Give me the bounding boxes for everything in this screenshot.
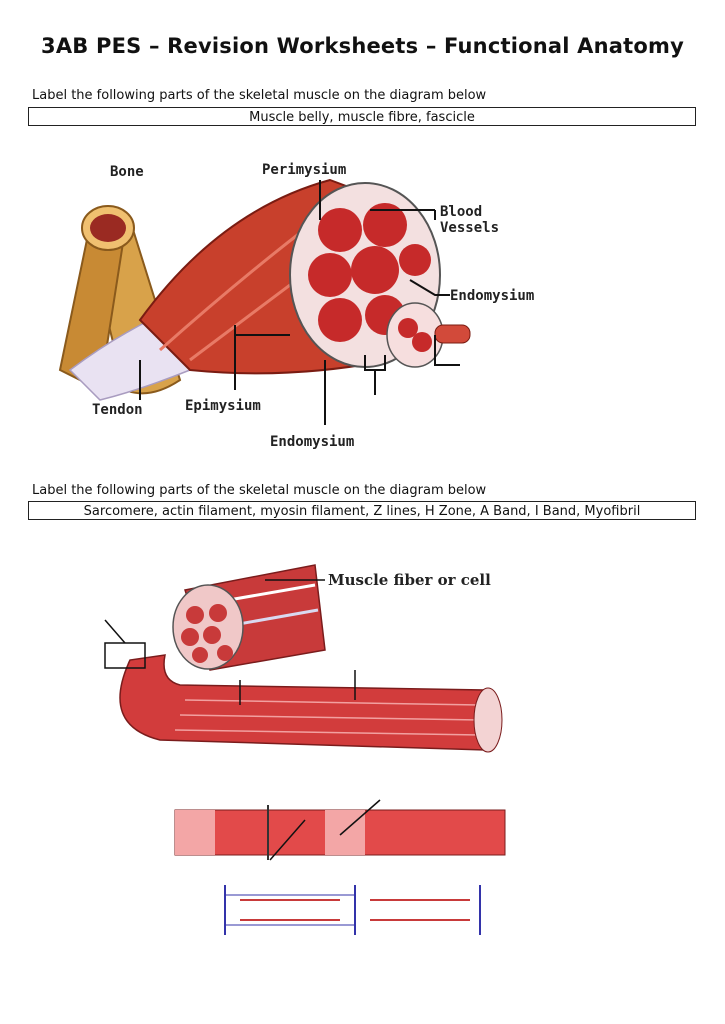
label-tendon: Tendon bbox=[92, 402, 143, 418]
section2-word-bank: Sarcomere, actin filament, myosin filame… bbox=[28, 501, 696, 520]
section1-word-bank: Muscle belly, muscle fibre, fascicle bbox=[28, 107, 696, 126]
label-endomysium-bottom: Endomysium bbox=[270, 434, 354, 450]
label-blood-vessels-line1: Blood bbox=[440, 204, 482, 220]
muscle-fibre-diagram: Muscle fiber or cell bbox=[104, 564, 506, 935]
filament-diagram bbox=[224, 885, 481, 935]
skeletal-muscle-diagram: Bone Perimysium Blood Vessels Endomysium… bbox=[58, 162, 534, 450]
label-muscle-fiber: Muscle fiber or cell bbox=[328, 571, 491, 589]
muscle-fibre-cylinder bbox=[172, 564, 326, 671]
label-blood-vessels-line2: Vessels bbox=[440, 220, 499, 236]
label-perimysium: Perimysium bbox=[262, 162, 346, 178]
label-epimysium: Epimysium bbox=[185, 398, 261, 414]
label-bone: Bone bbox=[110, 164, 144, 180]
section1-instruction: Label the following parts of the skeleta… bbox=[32, 88, 487, 103]
label-endomysium-right: Endomysium bbox=[450, 288, 534, 304]
page-title: 3AB PES – Revision Worksheets – Function… bbox=[41, 34, 684, 58]
fibre-bundle bbox=[386, 302, 471, 368]
sarcomere-band bbox=[174, 799, 506, 861]
section2-instruction: Label the following parts of the skeleta… bbox=[32, 483, 487, 498]
